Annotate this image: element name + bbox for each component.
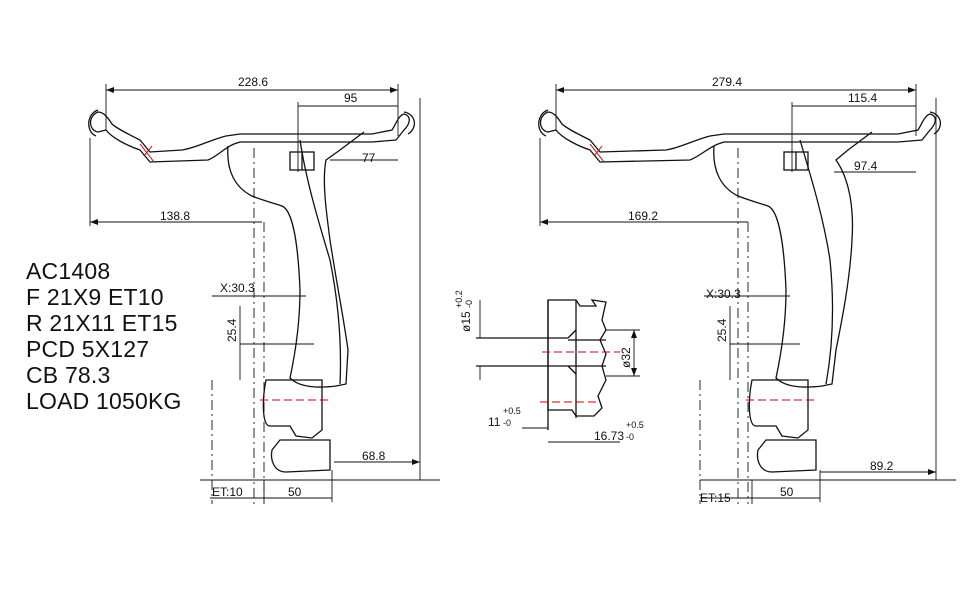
front-inner-flange <box>88 109 99 137</box>
front-bottom-68: 68.8 <box>362 449 386 463</box>
rear-section <box>538 109 941 473</box>
front-section <box>88 109 415 473</box>
bolt-detail-labels: ø15 +0.2 -0 ø32 11 +0.5 -0 16.73 +0.5 -0 <box>454 290 644 443</box>
front-height-25: 25.4 <box>225 318 239 342</box>
front-centerlines <box>211 148 265 504</box>
rear-bottom-50: 50 <box>780 485 794 499</box>
rear-height-25: 25.4 <box>715 318 729 342</box>
arrowheads <box>90 87 936 475</box>
spec-front: F 21X9 ET10 <box>26 284 164 310</box>
bolt-detail <box>476 299 607 430</box>
front-x-offset: X:30.3 <box>220 281 255 295</box>
front-outer-flange <box>403 111 415 135</box>
rear-spoke-inner <box>799 139 834 385</box>
spec-block: AC1408 F 21X9 ET10 R 21X11 ET15 PCD 5X12… <box>26 258 182 414</box>
front-backspace: 95 <box>344 91 358 105</box>
rear-rim-profile <box>539 111 936 163</box>
front-hub <box>262 379 323 439</box>
rear-hub <box>748 379 809 439</box>
bolt-depth-11-tol-minus: -0 <box>503 418 511 428</box>
rear-centerlines <box>699 148 749 504</box>
front-spoke-inner <box>299 139 342 385</box>
spec-cb: CB 78.3 <box>26 362 111 388</box>
front-spoke-profile <box>227 131 365 388</box>
rear-depth-97: 97.4 <box>854 159 878 173</box>
front-rim-profile <box>89 111 410 163</box>
bolt-bore-tol-minus: -0 <box>464 300 474 308</box>
front-dimension-labels: 228.6 95 77 138.8 X:30.3 25.4 68.8 ET:10… <box>160 75 386 499</box>
bolt-depth-16: 16.73 <box>594 429 624 443</box>
rear-overall-width: 279.4 <box>712 75 742 89</box>
rear-hub-lower <box>756 439 817 473</box>
bolt-depth-11: 11 <box>488 415 501 429</box>
spec-load: LOAD 1050KG <box>26 388 182 414</box>
red-construction-lines <box>139 143 816 403</box>
bolt-depth-11-tol-plus: +0.5 <box>503 406 521 416</box>
bolt-depth-16-tol-plus: +0.5 <box>626 420 644 430</box>
spec-model: AC1408 <box>26 258 111 284</box>
bolt-depth-16-tol-minus: -0 <box>626 432 634 442</box>
rear-half-width: 169.2 <box>628 209 658 223</box>
front-half-width: 138.8 <box>160 209 190 223</box>
spec-rear: R 21X11 ET15 <box>26 310 178 336</box>
rear-backspace: 115.4 <box>848 91 877 105</box>
bolt-bore-tol-plus: +0.2 <box>454 290 464 308</box>
rear-inner-flange <box>538 109 549 137</box>
rear-spoke-profile <box>713 131 873 388</box>
spec-pcd: PCD 5X127 <box>26 336 150 362</box>
rear-dimension-labels: 279.4 115.4 97.4 169.2 X:30.3 25.4 89.2 … <box>628 75 894 505</box>
rear-et-label: ET:15 <box>700 491 731 505</box>
front-dimensions <box>89 84 440 504</box>
front-overall-width: 228.6 <box>238 75 268 89</box>
front-depth-77: 77 <box>362 151 376 165</box>
front-hub-lower <box>270 439 331 473</box>
rear-dimensions <box>539 84 956 504</box>
rear-bottom-89: 89.2 <box>870 459 894 473</box>
front-et-label: ET:10 <box>212 485 243 499</box>
bolt-seat-dia: ø32 <box>619 347 633 368</box>
front-bottom-50: 50 <box>288 485 302 499</box>
bolt-bore-dia: ø15 <box>459 311 473 332</box>
rear-x-offset: X:30.3 <box>706 287 741 301</box>
bolt-detail-outline <box>547 299 607 417</box>
